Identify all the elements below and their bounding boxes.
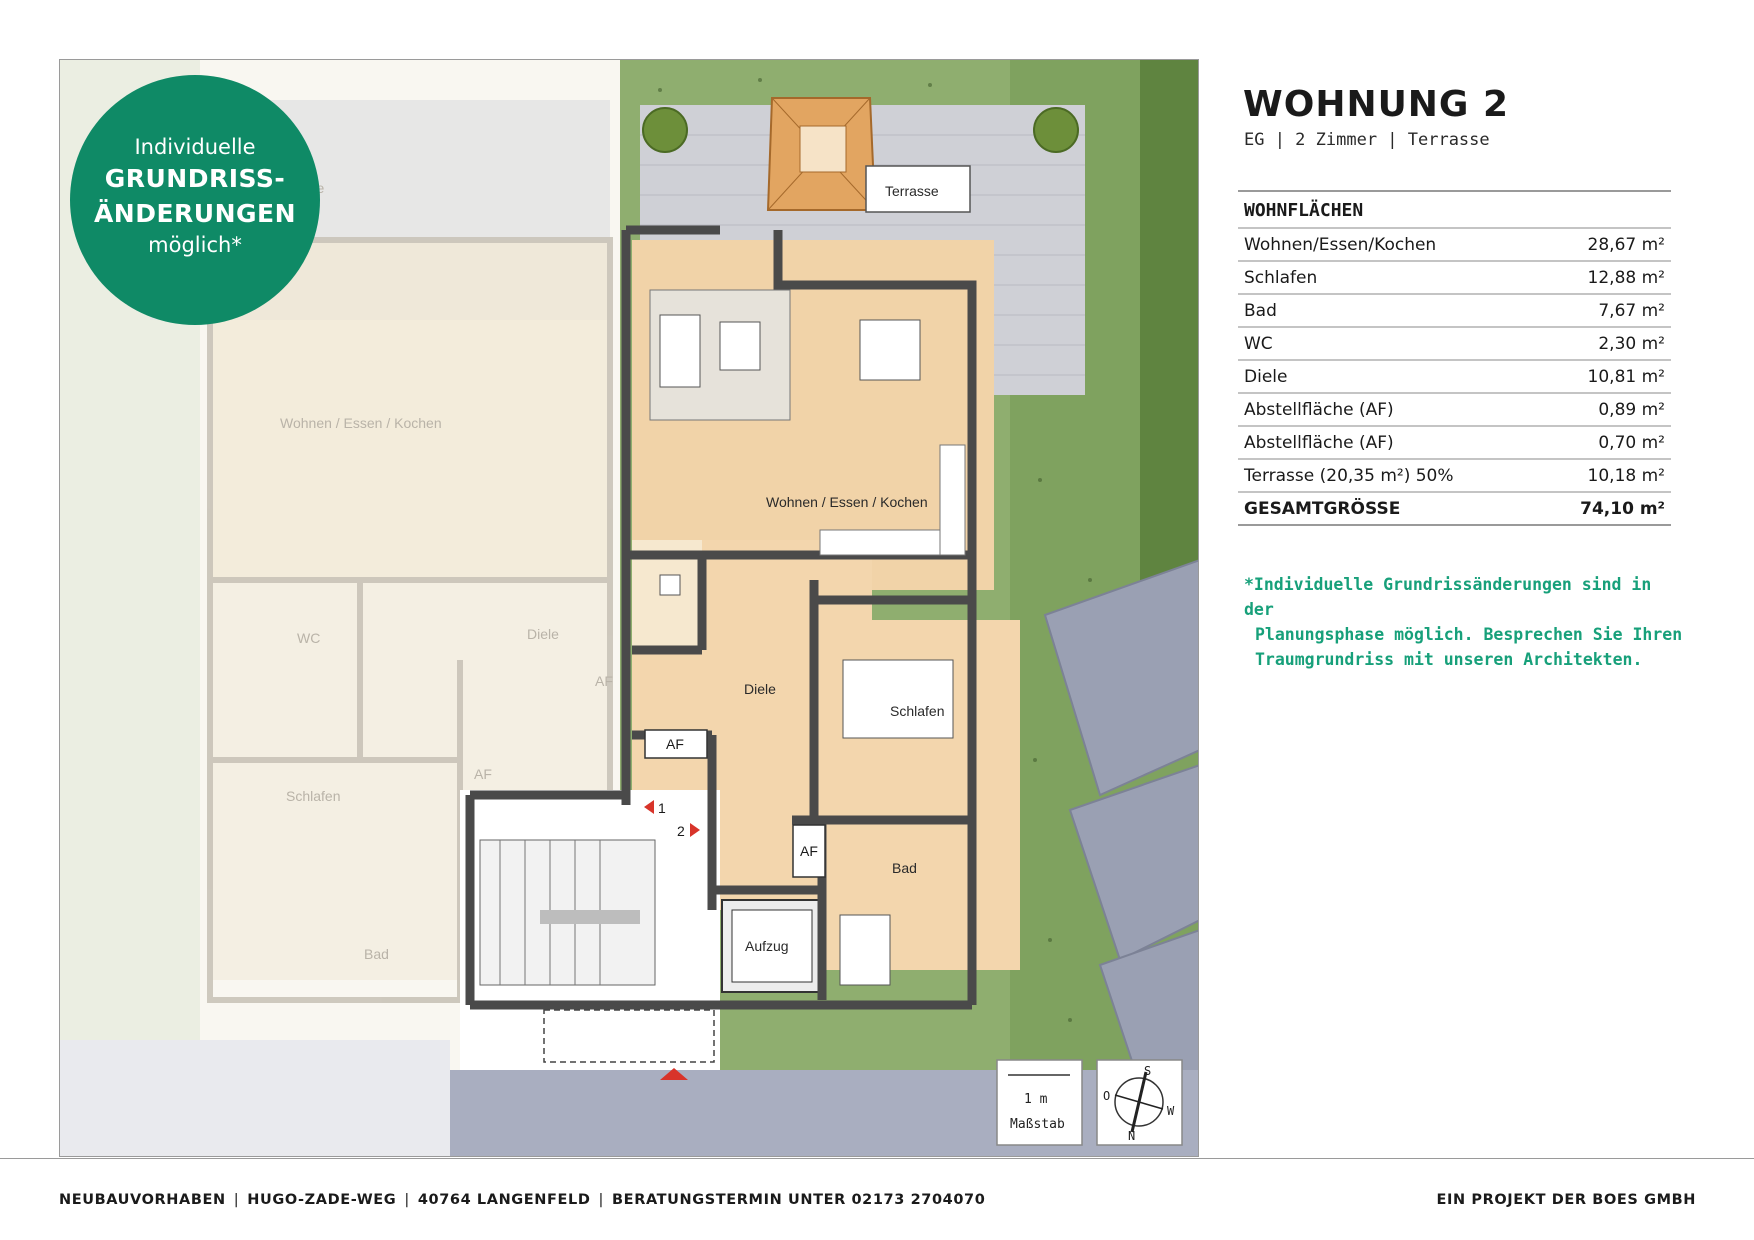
scale-box <box>996 1059 1083 1146</box>
area-total-label: GESAMTGRÖSSE <box>1244 498 1401 519</box>
area-value: 0,89 m² <box>1598 399 1665 420</box>
area-value: 0,70 m² <box>1598 432 1665 453</box>
area-label: Abstellfläche (AF) <box>1244 432 1394 453</box>
customization-note: *Individuelle Grundrissänderungen sind i… <box>1244 572 1684 672</box>
terrasse-label: Terrasse <box>885 183 939 199</box>
area-total-value: 74,10 m² <box>1580 498 1665 519</box>
entry-1-marker <box>644 800 654 814</box>
ghost-af1-label: AF <box>595 673 613 689</box>
note-line-3: Traumgrundriss mit unseren Architekten. <box>1255 650 1643 669</box>
area-label: Terrasse (20,35 m²) 50% <box>1244 465 1454 486</box>
af2-label: AF <box>800 843 818 859</box>
ghost-af2-label: AF <box>474 766 492 782</box>
area-total-row: GESAMTGRÖSSE 74,10 m² <box>1238 491 1671 526</box>
customization-badge: Individuelle GRUNDRISS- ÄNDERUNGEN mögli… <box>70 75 320 325</box>
scale-label: Maßstab <box>1010 1117 1065 1132</box>
area-row: Abstellfläche (AF) 0,70 m² <box>1238 425 1671 458</box>
area-value: 12,88 m² <box>1587 267 1665 288</box>
footer-divider <box>0 1158 1754 1159</box>
compass-o: O <box>1103 1089 1110 1103</box>
badge-line-3: ÄNDERUNGEN <box>93 199 297 228</box>
badge-line-4: möglich* <box>148 233 242 257</box>
area-label: Diele <box>1244 366 1288 387</box>
apartment-title: WOHNUNG 2 <box>1243 84 1510 125</box>
area-label: Bad <box>1244 300 1277 321</box>
entry-1-label: 1 <box>658 800 666 816</box>
badge-line-2: GRUNDRISS- <box>104 164 286 193</box>
area-label: Abstellfläche (AF) <box>1244 399 1394 420</box>
area-value: 10,81 m² <box>1587 366 1665 387</box>
ghost-wohnen-label: Wohnen / Essen / Kochen <box>280 415 442 431</box>
footer-item: NEUBAUVORHABEN <box>59 1192 226 1208</box>
area-value: 2,30 m² <box>1598 333 1665 354</box>
area-value: 7,67 m² <box>1598 300 1665 321</box>
area-label: Schlafen <box>1244 267 1318 288</box>
area-row: Schlafen 12,88 m² <box>1238 260 1671 293</box>
area-row: Bad 7,67 m² <box>1238 293 1671 326</box>
footer-item: HUGO-ZADE-WEG <box>247 1192 397 1208</box>
entry-2-marker <box>690 823 700 837</box>
footer-item: BERATUNGSTERMIN UNTER 02173 2704070 <box>612 1192 986 1208</box>
footer-company: EIN PROJEKT DER BOES GMBH <box>1436 1192 1696 1208</box>
area-row: Diele 10,81 m² <box>1238 359 1671 392</box>
badge-line-1: Individuelle <box>134 135 256 159</box>
area-label: Wohnen/Essen/Kochen <box>1244 234 1437 255</box>
area-label: WC <box>1244 333 1273 354</box>
area-table-heading: WOHNFLÄCHEN <box>1244 200 1364 221</box>
scale-value: 1 m <box>1024 1092 1048 1107</box>
area-row: Abstellfläche (AF) 0,89 m² <box>1238 392 1671 425</box>
diele-label: Diele <box>744 681 776 697</box>
wohnen-label: Wohnen / Essen / Kochen <box>766 494 928 510</box>
main-entrance-marker <box>660 1068 688 1080</box>
area-value: 28,67 m² <box>1587 234 1665 255</box>
ghost-bad-label: Bad <box>364 946 389 962</box>
entry-2-label: 2 <box>677 823 685 839</box>
area-row: WC 2,30 m² <box>1238 326 1671 359</box>
aufzug-label: Aufzug <box>745 938 789 954</box>
note-line-2: Planungsphase möglich. Besprechen Sie Ih… <box>1255 625 1683 644</box>
area-value: 10,18 m² <box>1587 465 1665 486</box>
apartment-subtitle: EG | 2 Zimmer | Terrasse <box>1244 130 1490 150</box>
compass-w: W <box>1167 1104 1175 1118</box>
footer-contact: NEUBAUVORHABEN|HUGO-ZADE-WEG|40764 LANGE… <box>59 1192 986 1208</box>
ghost-schlafen-label: Schlafen <box>286 788 340 804</box>
area-row: Terrasse (20,35 m²) 50% 10,18 m² <box>1238 458 1671 491</box>
compass-n: N <box>1128 1129 1135 1143</box>
af1-label: AF <box>666 736 684 752</box>
note-line-1: *Individuelle Grundrissänderungen sind i… <box>1244 575 1652 619</box>
bad-label: Bad <box>892 860 917 876</box>
ghost-diele-label: Diele <box>527 626 559 642</box>
ghost-wc-label: WC <box>297 630 320 646</box>
schlafen-label: Schlafen <box>890 703 944 719</box>
compass-s: S <box>1144 1064 1151 1078</box>
area-row: Wohnen/Essen/Kochen 28,67 m² <box>1238 227 1671 260</box>
footer-item: 40764 LANGENFELD <box>417 1192 591 1208</box>
